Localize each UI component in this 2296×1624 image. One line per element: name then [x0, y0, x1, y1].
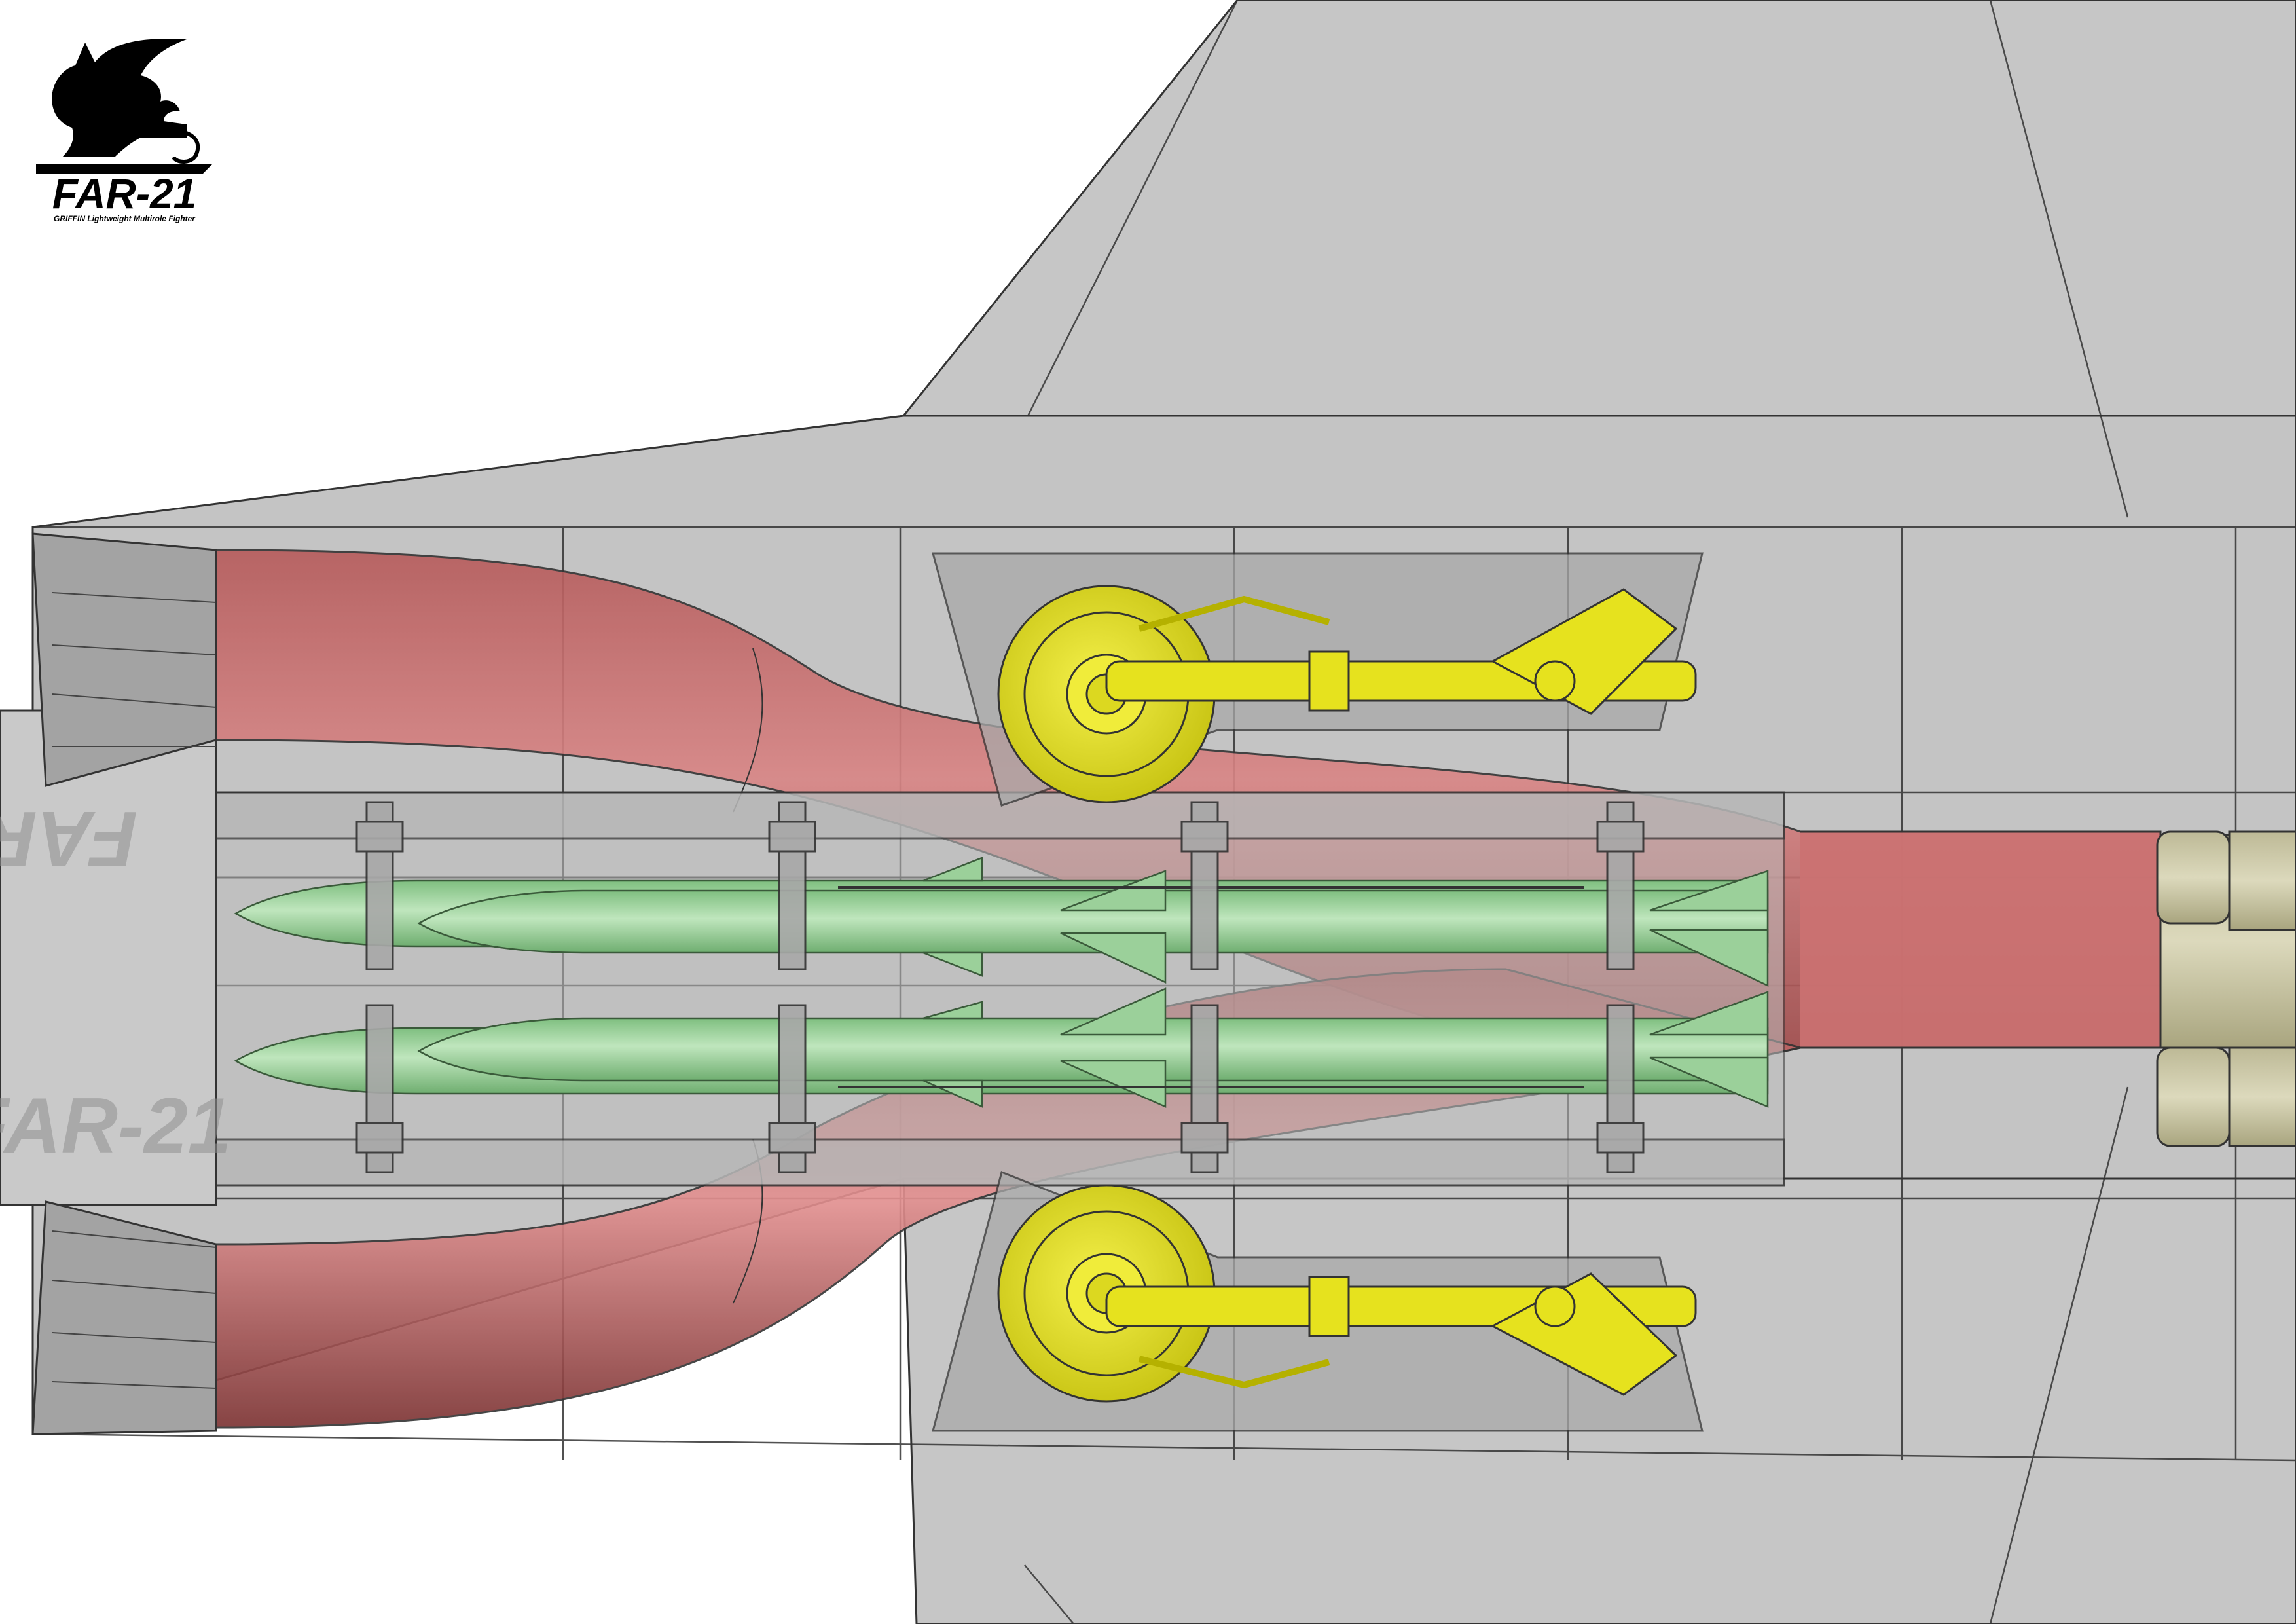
griffin-emblem-icon [36, 39, 213, 174]
upper-main-landing-gear [997, 585, 1697, 803]
logo: FAR-21 GRIFFIN Lightweight Multirole Fig… [36, 39, 213, 223]
lower-intake-ramp [31, 1200, 217, 1435]
engine-lower-accessory [2156, 1046, 2231, 1147]
logo-subtitle: GRIFFIN Lightweight Multirole Fighter [54, 214, 196, 223]
upper-intake-ramp [31, 532, 217, 787]
engine-upper-accessory [2156, 830, 2231, 925]
logo-title: FAR-21 [52, 170, 197, 217]
fuselage-markings: FAR-21 FAR-21 [0, 795, 231, 1170]
missile-racks [355, 801, 1645, 1173]
missiles [234, 857, 1769, 1108]
fuselage-marking-lower: FAR-21 [0, 1082, 231, 1170]
engine [2156, 830, 2296, 1147]
missile-lower-right [417, 987, 1769, 1108]
intake-ramps [31, 532, 217, 1435]
weapons-bay [215, 791, 1785, 1187]
missile-upper-right [417, 857, 1769, 987]
lower-main-landing-gear [997, 1184, 1697, 1403]
weapons-bay-outline [215, 791, 1785, 1187]
fuselage-marking-upper: FAR-21 [0, 795, 137, 883]
